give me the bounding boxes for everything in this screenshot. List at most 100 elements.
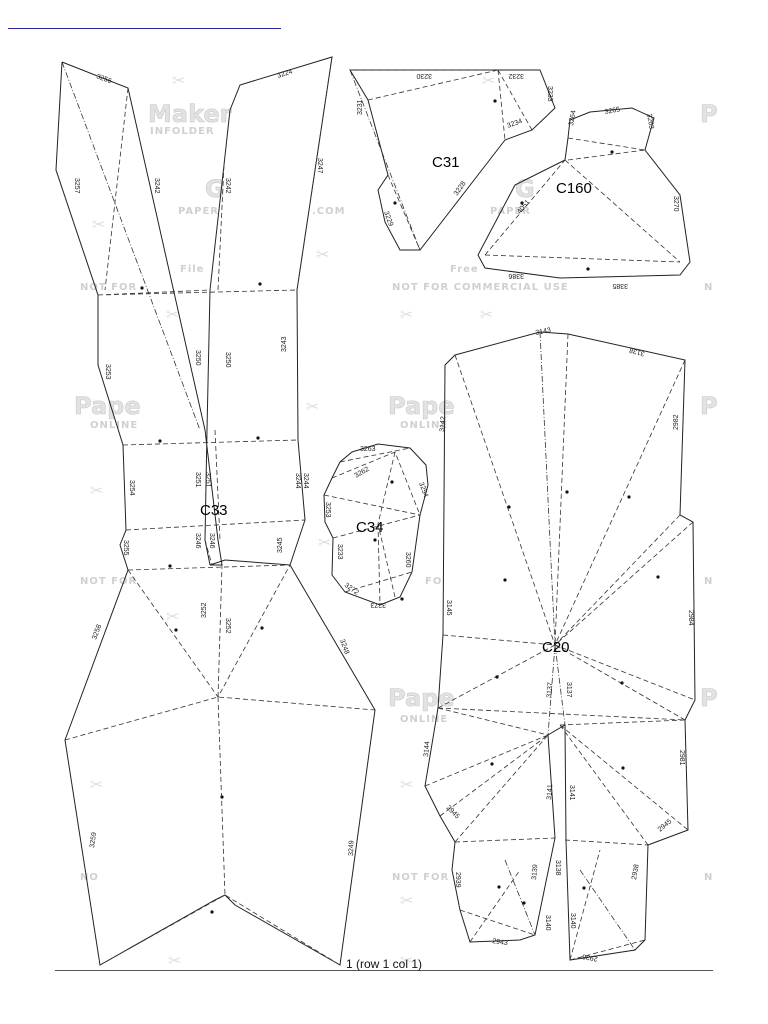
- top-link-underline[interactable]: [8, 28, 281, 29]
- edge-number: 3234: [506, 118, 523, 130]
- watermark-g1: G: [205, 175, 225, 203]
- watermark-online-1: ONLINE: [90, 420, 138, 431]
- edge-number: 3244: [294, 473, 301, 489]
- edge-number: 3232: [508, 72, 524, 79]
- scissors-icon: ✂: [400, 891, 413, 910]
- watermark-maker: Maker: [148, 100, 232, 128]
- c31-outline: [349, 69, 556, 251]
- edge-number: 3242: [153, 178, 160, 194]
- edge-number: 3251: [194, 472, 201, 488]
- edge-number: 3247: [316, 158, 323, 174]
- watermark-edge-3: P: [700, 684, 718, 712]
- watermark-notice-5: NO: [80, 872, 99, 883]
- edge-number: 3140: [544, 915, 551, 931]
- piece-label-c160: C160: [556, 180, 592, 197]
- watermark-paper-3: Pape: [388, 684, 455, 712]
- edge-number: 3265: [604, 106, 621, 116]
- scissors-icon: ✂: [400, 775, 413, 794]
- edge-number: 3138: [554, 860, 561, 876]
- edge-number: 3253: [324, 502, 331, 518]
- edge-number: 3263: [645, 113, 655, 130]
- edge-number: 3254: [417, 481, 429, 498]
- piece-label-c34: C34: [356, 519, 384, 536]
- edge-number: 2981: [678, 750, 685, 766]
- edge-number: 3264: [568, 110, 578, 127]
- scissors-icon: ✂: [90, 775, 103, 794]
- watermark-g2: G: [515, 175, 535, 203]
- watermark-notice-1: NOT FOR: [80, 282, 137, 293]
- edge-number: 3250: [194, 350, 201, 366]
- watermark-paper-1: Pape: [74, 392, 141, 420]
- edge-number: 3142: [439, 416, 447, 432]
- edge-number: 3141: [546, 784, 554, 800]
- edge-number: 3256: [95, 73, 112, 85]
- scissors-icon: ✂: [318, 533, 331, 552]
- watermark-infolder: INFOLDER: [150, 126, 215, 137]
- watermark-notice-3: NOT FOR: [80, 576, 137, 587]
- c33-dashdot-lines: [55, 56, 333, 431]
- piece-c33: C33 3256 3224 3257 3242 3242 3247 3250 3…: [55, 56, 376, 966]
- watermark-edge-5: N: [704, 576, 713, 587]
- scissors-icon: ✂: [306, 397, 319, 416]
- edge-number: 3231: [357, 99, 364, 115]
- watermark-paper-site-2: PAPER: [490, 206, 531, 217]
- scissors-icon: ✂: [480, 305, 493, 324]
- edge-number: 3233: [336, 544, 343, 560]
- piece-label-c31: C31: [432, 154, 460, 171]
- edge-number: 3224: [276, 68, 293, 80]
- piece-c31: C31 3230 3232 3233 3231 3234 3228 3229: [349, 69, 556, 251]
- edge-number: 3244: [302, 473, 309, 489]
- watermark-online-3: ONLINE: [400, 714, 448, 725]
- watermark-notice-6: NOT FOR: [392, 872, 449, 883]
- edge-number: 3229: [382, 210, 394, 227]
- scissors-icon: ✂: [400, 305, 413, 324]
- edge-number: 3138: [629, 346, 646, 357]
- page-footer: 1 (row 1 col 1): [345, 957, 423, 971]
- edge-number: 3273: [370, 601, 386, 608]
- scissors-icon: ✂: [400, 951, 413, 970]
- edge-number: 3246: [208, 533, 215, 549]
- edge-number: 3243: [281, 336, 288, 352]
- edge-number: 2945: [445, 804, 461, 820]
- watermark-paper-2: Pape: [388, 392, 455, 420]
- edge-number: 2945: [657, 818, 674, 833]
- edge-number: 3137: [546, 682, 554, 698]
- watermark-edge-1: P: [700, 100, 718, 128]
- edge-number: 2943: [492, 938, 509, 947]
- c31-fold-lines: [350, 69, 533, 251]
- scissors-icon: ✂: [316, 245, 329, 264]
- edge-number: 3242: [224, 178, 231, 194]
- watermark-layer: Maker INFOLDER G PAPER .COM File NOT FOR…: [74, 71, 718, 970]
- watermark-notice-2: NOT FOR COMMERCIAL USE: [392, 282, 569, 293]
- scissors-icon: ✂: [482, 71, 495, 90]
- watermark-free: Free: [450, 264, 479, 275]
- scissors-icon: ✂: [168, 951, 181, 970]
- scissors-icon: ✂: [90, 481, 103, 500]
- edge-number: 3385: [612, 282, 628, 289]
- piece-label-c20: C20: [542, 639, 570, 656]
- piece-c34: C34 3263 3262 3254 3253 3233 3260 3272 3…: [323, 443, 429, 608]
- edge-number: 3137: [565, 682, 572, 698]
- edge-number: 3141: [568, 785, 575, 801]
- piece-c20: C20 3143 3138 3142 2982 3145 2984 3137 3…: [423, 327, 696, 962]
- piece-c160: C160 3265 3264 3263 4051 3270 3385 3386: [477, 106, 691, 289]
- edge-number: 2938: [631, 864, 641, 881]
- edge-number: 3248: [338, 638, 350, 655]
- edge-number: 3140: [569, 913, 576, 929]
- c33-fold-lines: [64, 87, 376, 966]
- edge-number: 3230: [416, 72, 432, 79]
- watermark-edge-6: N: [704, 872, 713, 883]
- edge-number: 2984: [687, 610, 694, 626]
- piece-label-c33: C33: [200, 502, 228, 519]
- c160-outline: [477, 107, 691, 279]
- edge-number: 3143: [535, 327, 552, 337]
- c31-dashdot-lines: [349, 69, 421, 251]
- watermark-notice-4: FO: [425, 576, 442, 587]
- edge-number: 3252: [224, 618, 231, 634]
- edge-number: 3252: [201, 602, 208, 618]
- footer-rule: [55, 970, 713, 971]
- watermark-site-suffix: .COM: [312, 206, 346, 217]
- c20-dashdot-lines: [504, 331, 636, 951]
- watermark-online-2: ONLINE: [400, 420, 448, 431]
